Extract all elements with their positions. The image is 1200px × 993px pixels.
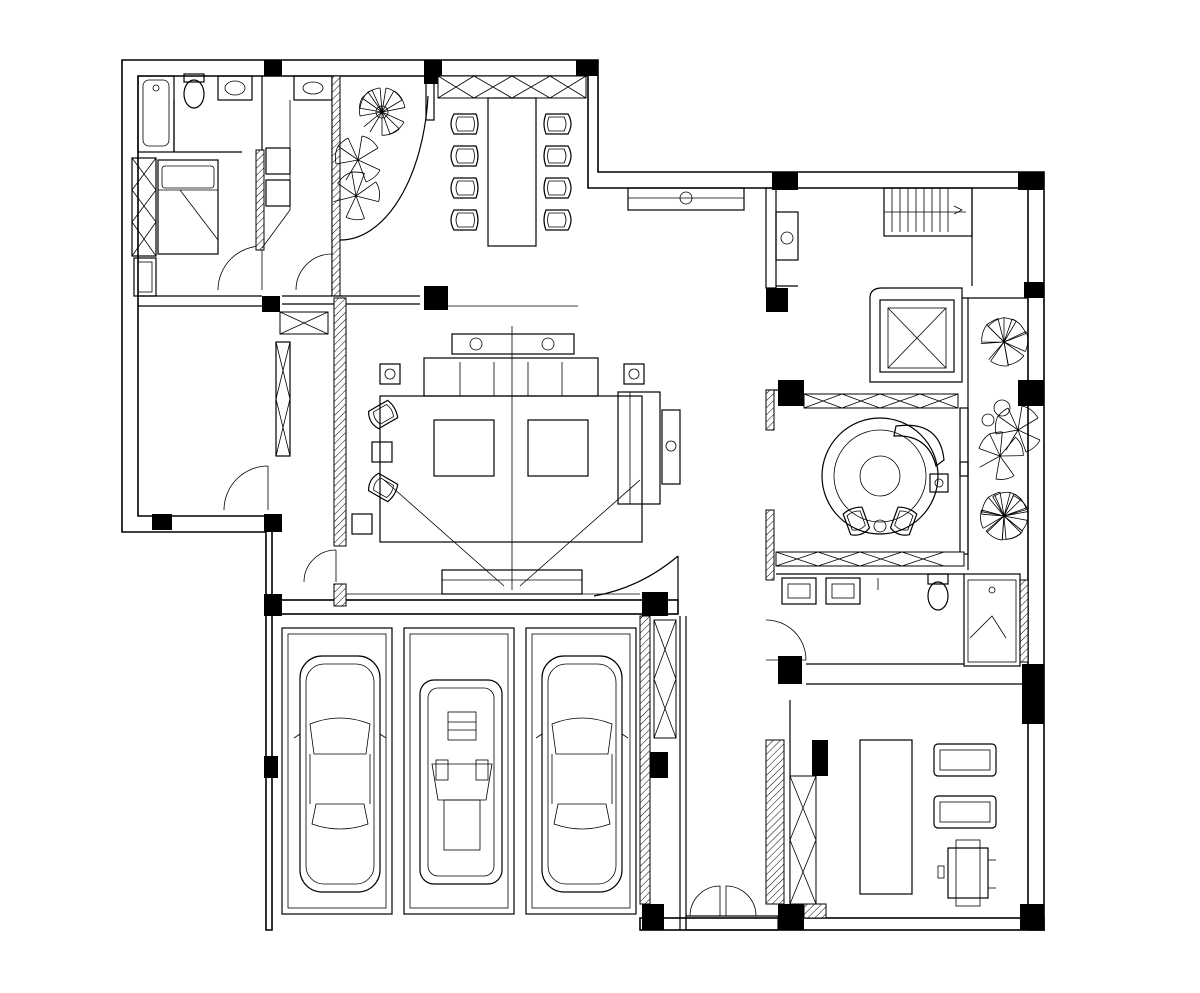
master-bath: [137, 73, 253, 153]
living-room: [346, 326, 681, 600]
outer-walls: [121, 59, 1045, 931]
dining-table: [450, 97, 572, 247]
sports-car: [419, 679, 503, 885]
stair: [883, 187, 973, 286]
interior-walls: [223, 295, 578, 607]
garden-nw: [324, 79, 435, 241]
lounge: [765, 389, 969, 581]
elevator: [869, 287, 1028, 383]
gym: [765, 700, 997, 919]
window-console: [627, 187, 745, 211]
entry-door: [685, 885, 779, 931]
garage: [281, 615, 687, 930]
bedroom: [131, 157, 263, 307]
small-wc: [765, 187, 799, 289]
laundry: [255, 75, 341, 297]
powder-room: [765, 573, 1028, 685]
structural-columns: [152, 60, 1044, 930]
top-cabinet: [437, 75, 587, 99]
